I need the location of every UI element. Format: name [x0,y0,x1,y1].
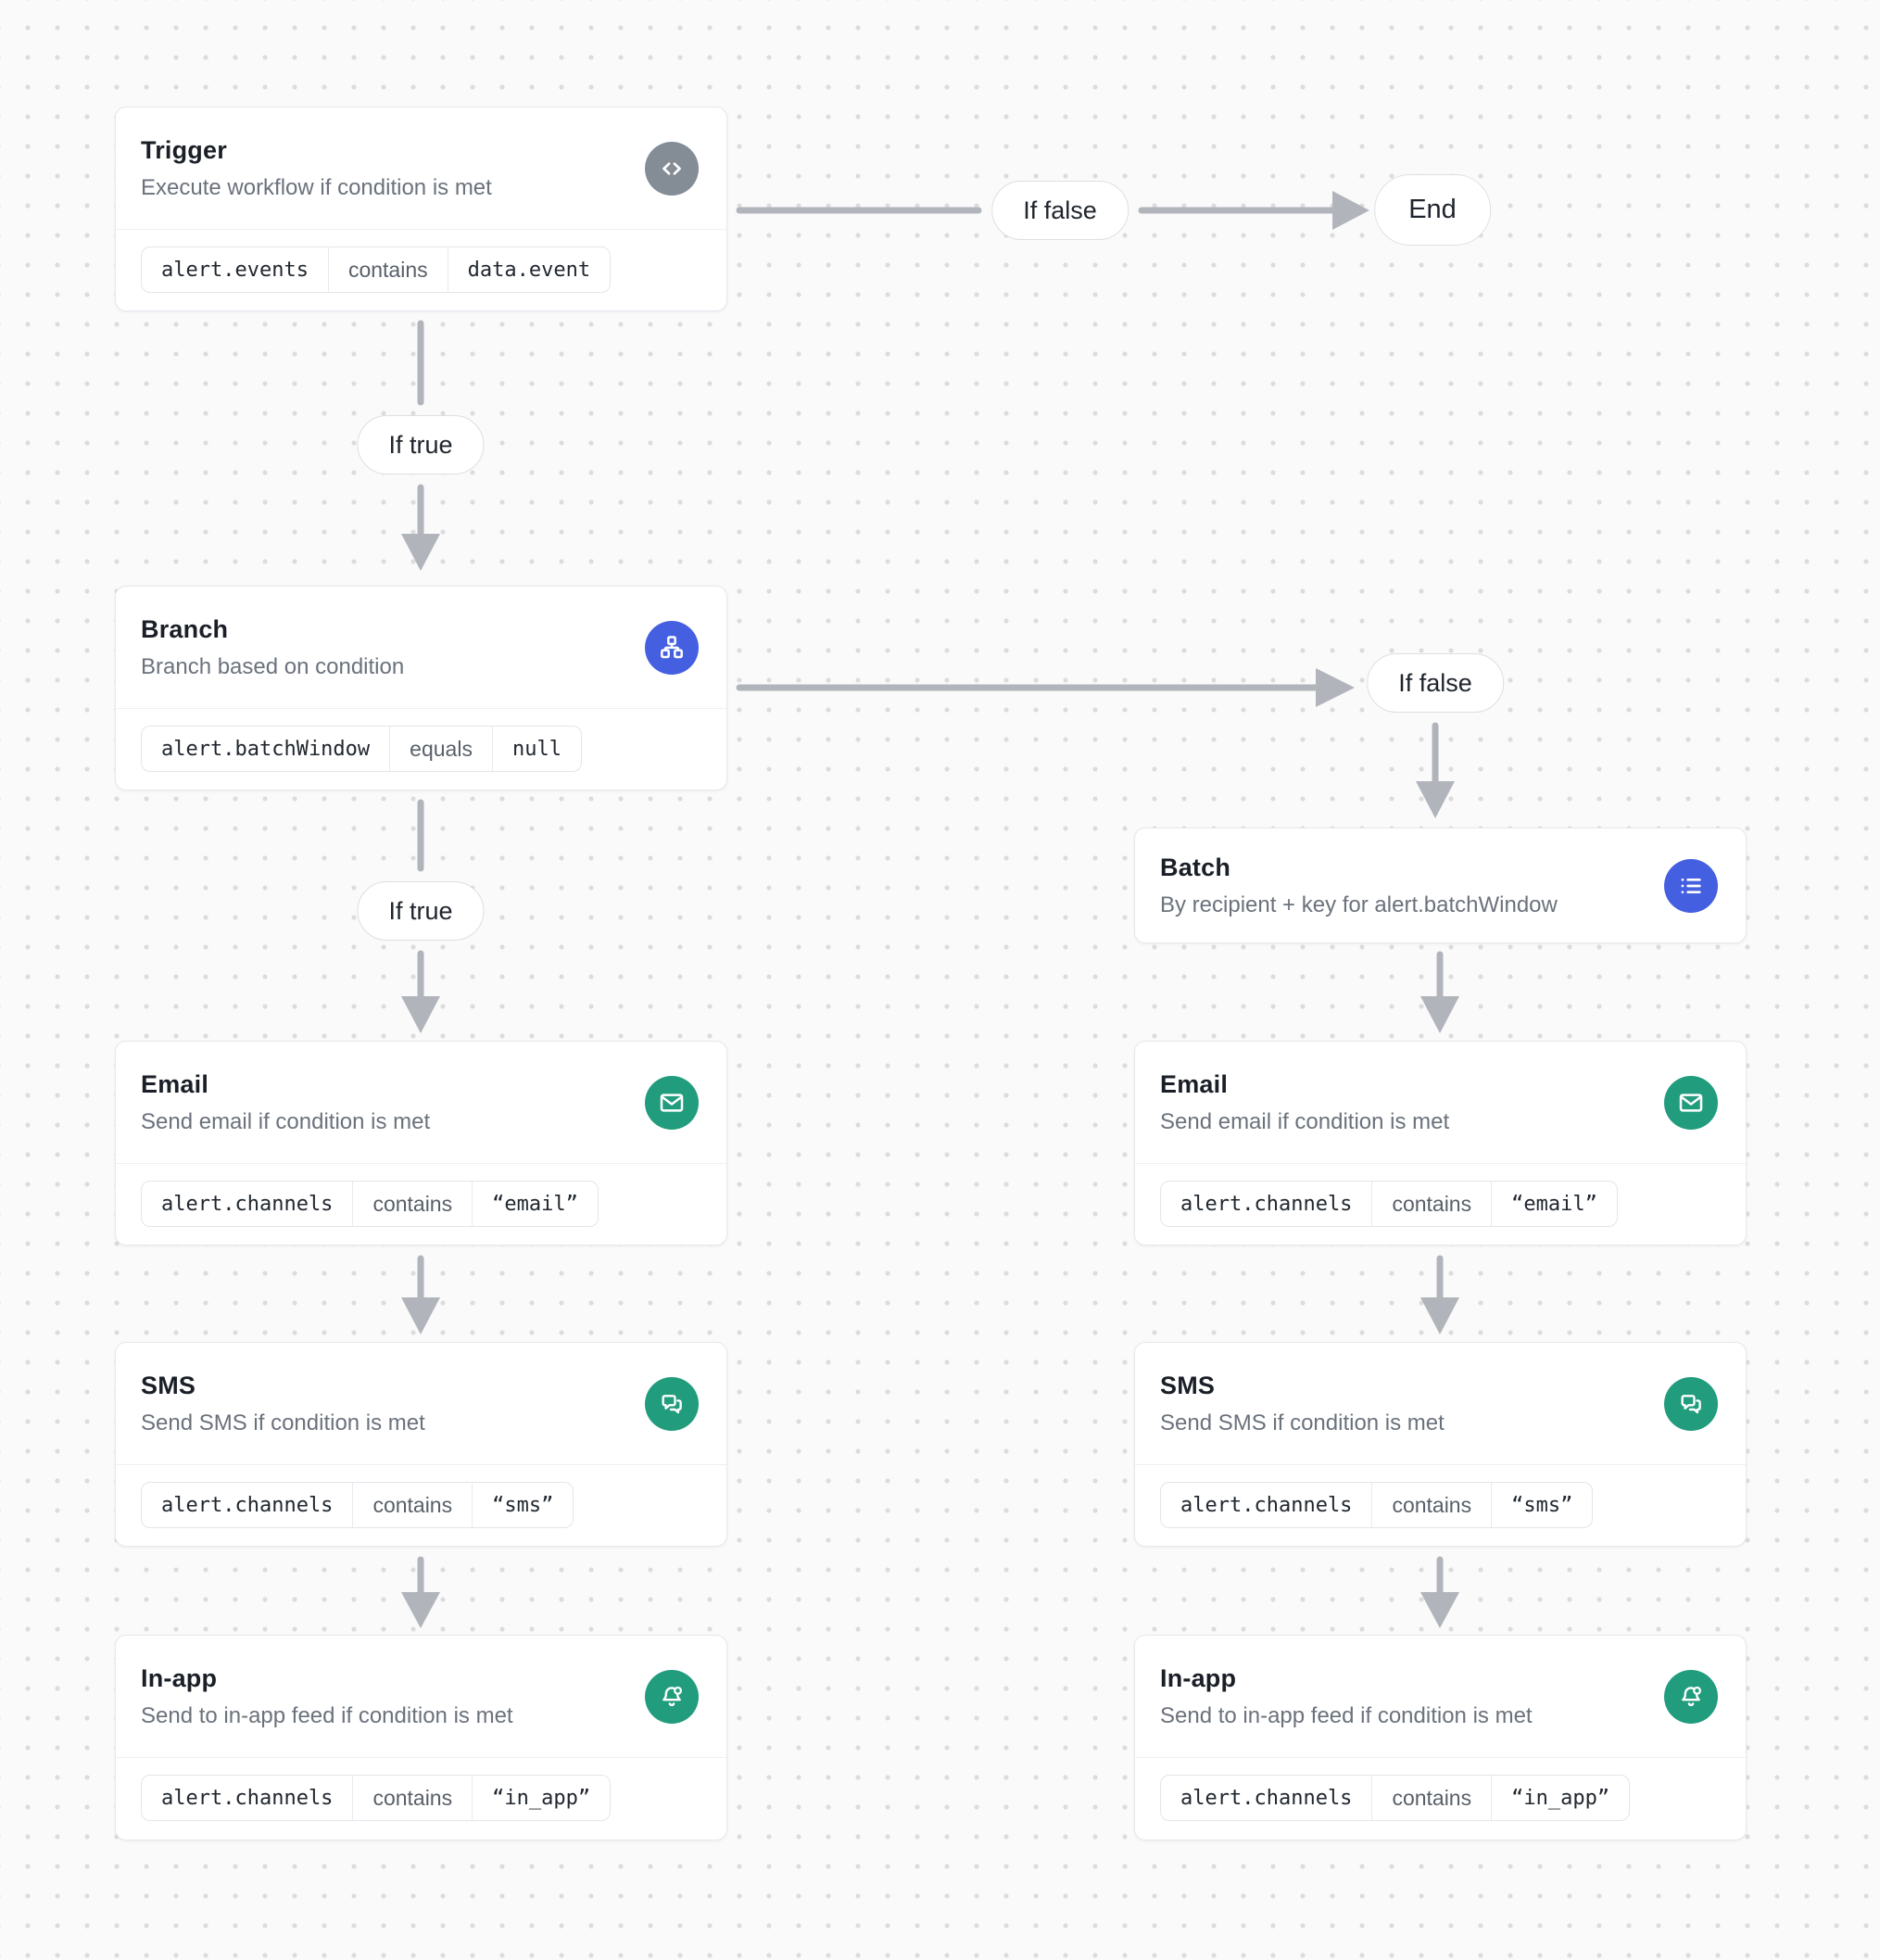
end-node: End [1374,174,1491,246]
condition-rhs: “sms” [472,1483,573,1527]
edge-label-if-false-top: If false [991,181,1129,240]
node-title: In-app [141,1663,218,1692]
condition-rhs: null [491,727,581,771]
condition-rhs: “email” [1491,1182,1617,1226]
node-text: Email Send email if condition is met [141,1070,430,1135]
condition-lhs: alert.channels [161,1493,334,1517]
node-text: In-app Send to in-app feed if condition … [141,1664,513,1729]
node-email-right[interactable]: Email Send email if condition is met ale… [1134,1041,1747,1246]
condition-operator: contains [1371,1483,1491,1527]
condition-lhs: alert.channels [1180,1493,1353,1517]
node-title: SMS [141,1371,196,1399]
condition-rhs: “in_app” [1491,1776,1629,1820]
envelope-icon [1664,1075,1718,1130]
condition-rhs: “sms” [1491,1483,1592,1527]
sitemap-icon [645,620,699,675]
condition-operator: contains [1371,1182,1491,1226]
chat-bubbles-icon [1664,1376,1718,1431]
node-text: Batch By recipient + key for alert.batch… [1160,854,1558,918]
node-in-app-right[interactable]: In-app Send to in-app feed if condition … [1134,1635,1747,1840]
node-sms-right[interactable]: SMS Send SMS if condition is met alert.c… [1134,1342,1747,1547]
condition-operator: contains [352,1776,472,1820]
condition-operator: equals [389,727,492,771]
node-title: Email [1160,1069,1229,1098]
node-in-app-left[interactable]: In-app Send to in-app feed if condition … [115,1635,727,1840]
condition-pill: alert.channels contains “email” [141,1181,599,1227]
node-subtitle: Send to in-app feed if condition is met [141,1702,513,1728]
condition-pill: alert.batchWindow equals null [141,726,582,772]
chat-bubbles-icon [645,1376,699,1431]
node-text: SMS Send SMS if condition is met [1160,1372,1445,1436]
edge-label-if-true-branch: If true [357,881,485,941]
node-subtitle: Send email if condition is met [141,1108,431,1134]
node-subtitle: Branch based on condition [141,653,405,679]
code-icon [645,141,699,196]
envelope-icon [645,1075,699,1130]
bell-badge-icon [1664,1669,1718,1724]
condition-lhs: alert.events [161,258,309,282]
condition-operator: contains [352,1483,472,1527]
node-title: SMS [1160,1371,1216,1399]
condition-pill: alert.events contains data.event [141,247,612,293]
node-text: Branch Branch based on condition [141,615,404,680]
condition-lhs: alert.channels [161,1786,334,1810]
node-title: Email [141,1069,209,1098]
node-subtitle: Send SMS if condition is met [141,1410,425,1435]
condition-pill: alert.channels contains “sms” [141,1482,574,1528]
node-subtitle: Send email if condition is met [1160,1108,1450,1134]
condition-lhs: alert.batchWindow [161,737,371,761]
node-title: Branch [141,614,229,643]
condition-row: alert.batchWindow equals null [116,708,726,789]
node-text: Email Send email if condition is met [1160,1070,1449,1135]
node-trigger[interactable]: Trigger Execute workflow if condition is… [115,107,727,311]
condition-pill: alert.channels contains “sms” [1160,1482,1594,1528]
condition-row: alert.channels contains “sms” [1135,1464,1746,1545]
node-title: Trigger [141,135,227,164]
condition-rhs: “email” [472,1182,598,1226]
node-email-left[interactable]: Email Send email if condition is met ale… [115,1041,727,1246]
condition-rhs: “in_app” [472,1776,610,1820]
node-text: In-app Send to in-app feed if condition … [1160,1664,1533,1729]
condition-operator: contains [327,247,448,292]
list-icon [1664,858,1718,913]
condition-operator: contains [1371,1776,1491,1820]
node-subtitle: Send SMS if condition is met [1160,1410,1445,1435]
bell-badge-icon [645,1669,699,1724]
condition-row: alert.channels contains “in_app” [116,1757,726,1838]
node-subtitle: By recipient + key for alert.batchWindow [1160,891,1558,917]
node-title: Batch [1160,853,1231,881]
condition-lhs: alert.channels [1180,1786,1353,1810]
edge-label-if-true-top: If true [357,415,485,474]
condition-lhs: alert.channels [161,1192,334,1216]
node-subtitle: Send to in-app feed if condition is met [1160,1702,1533,1728]
node-text: SMS Send SMS if condition is met [141,1372,425,1436]
condition-row: alert.channels contains “sms” [116,1464,726,1545]
condition-row: alert.events contains data.event [116,229,726,310]
node-text: Trigger Execute workflow if condition is… [141,136,492,201]
node-subtitle: Execute workflow if condition is met [141,174,492,200]
condition-pill: alert.channels contains “in_app” [1160,1775,1631,1821]
condition-row: alert.channels contains “email” [1135,1163,1746,1244]
node-sms-left[interactable]: SMS Send SMS if condition is met alert.c… [115,1342,727,1547]
condition-row: alert.channels contains “in_app” [1135,1757,1746,1838]
node-title: In-app [1160,1663,1237,1692]
node-batch[interactable]: Batch By recipient + key for alert.batch… [1134,828,1747,943]
condition-pill: alert.channels contains “email” [1160,1181,1618,1227]
condition-row: alert.channels contains “email” [116,1163,726,1244]
edge-label-if-false-branch: If false [1367,653,1504,713]
condition-rhs: data.event [447,247,610,292]
condition-operator: contains [352,1182,472,1226]
node-branch[interactable]: Branch Branch based on condition alert.b… [115,586,727,790]
condition-pill: alert.channels contains “in_app” [141,1775,612,1821]
condition-lhs: alert.channels [1180,1192,1353,1216]
